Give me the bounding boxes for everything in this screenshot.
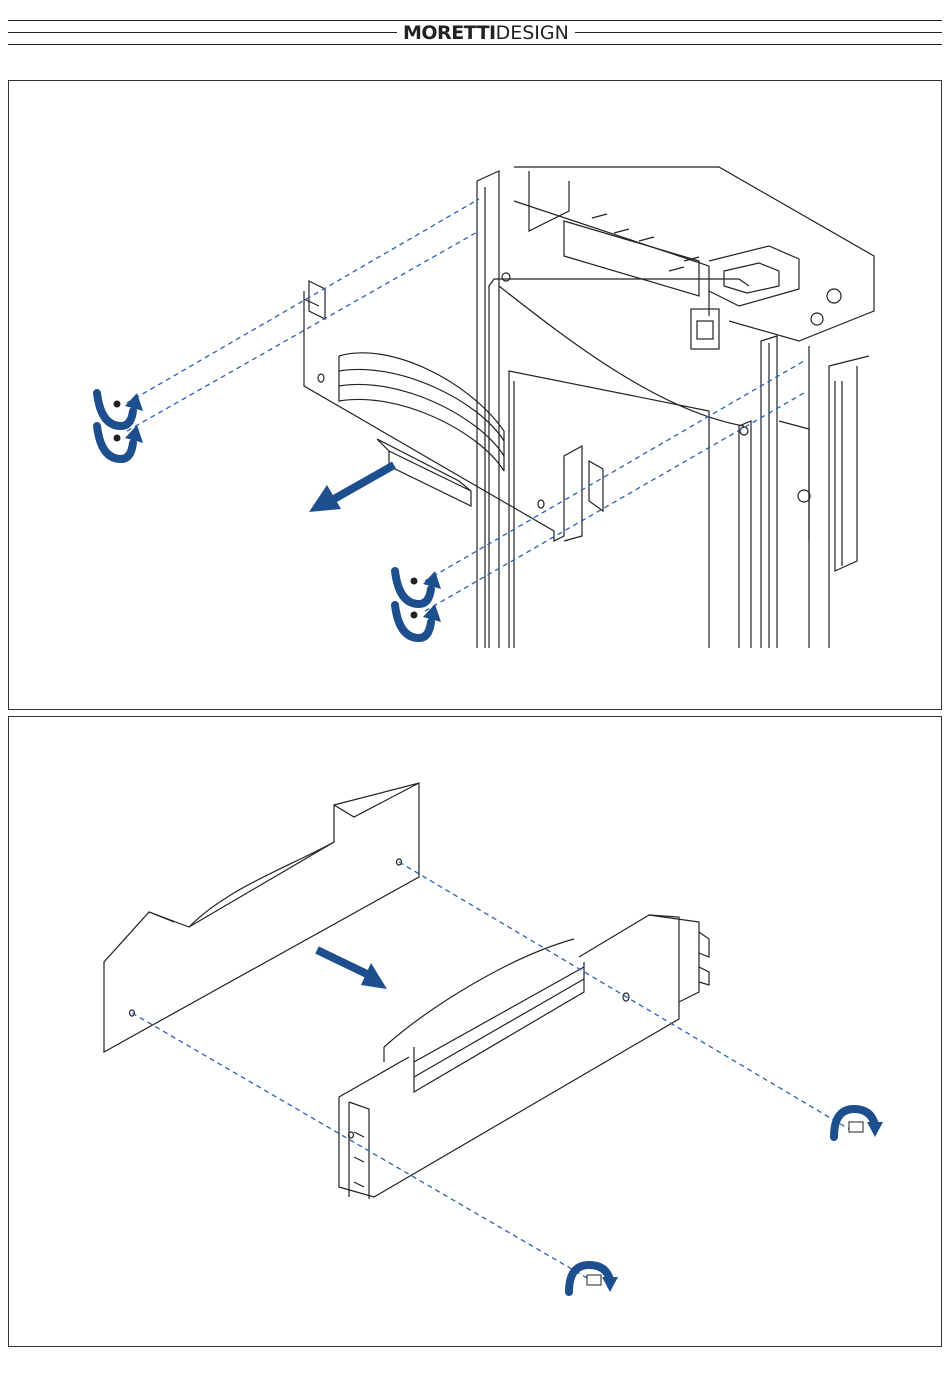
direction-arrow-icon [309, 465, 394, 512]
direction-arrow-icon [317, 950, 387, 989]
figure-panel-1 [8, 80, 942, 710]
rotate-arrow-icon [834, 1109, 883, 1137]
rotate-arrow-icon [97, 425, 143, 459]
header-rule [8, 44, 942, 45]
brand-logo-bold: MORETTI [403, 22, 496, 44]
rotate-arrow-icon [569, 1265, 618, 1292]
rotate-arrow-icon [395, 604, 441, 638]
rotate-arrow-icon [395, 571, 441, 604]
assembly-illustration-1 [9, 81, 943, 711]
brand-logo-light: DESIGN [496, 22, 569, 44]
header-rule [8, 20, 942, 21]
figure-panel-2 [8, 716, 942, 1347]
assembly-illustration-2 [9, 717, 943, 1348]
rotate-arrow-icon [97, 393, 143, 426]
